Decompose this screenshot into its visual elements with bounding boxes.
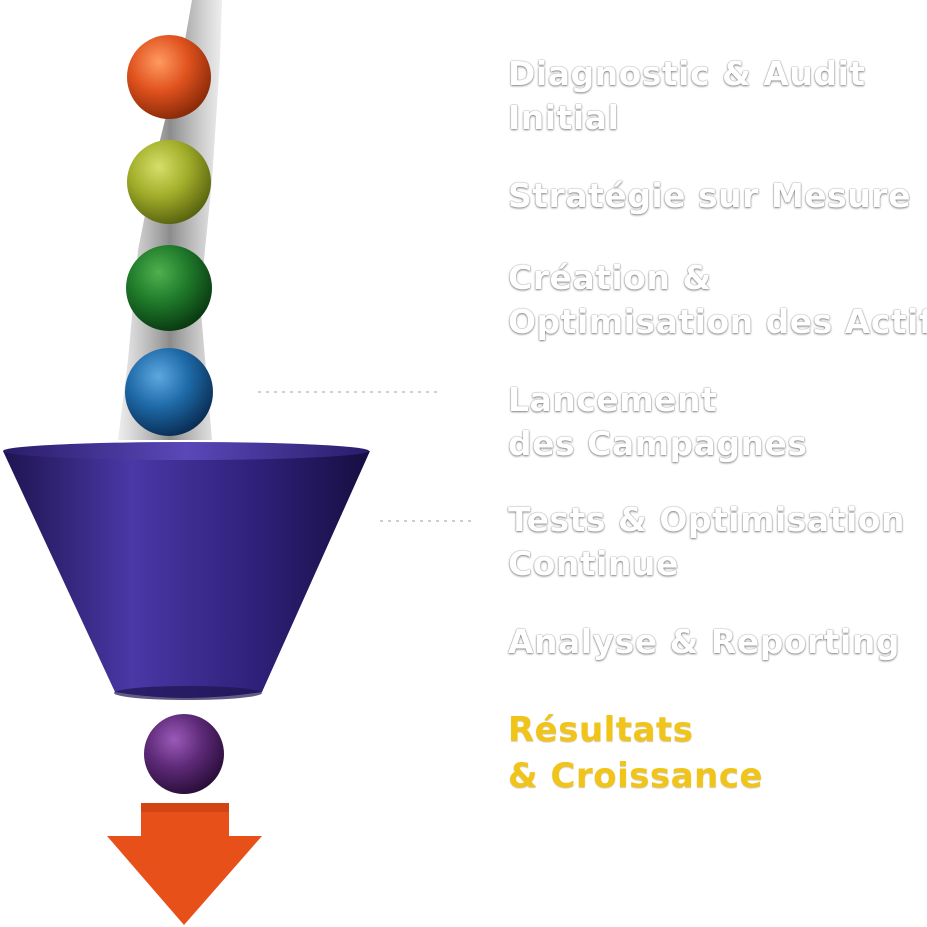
step-label-creation: Création & Optimisation des Actifs bbox=[508, 256, 927, 344]
step-5-line-1: Tests & Optimisation bbox=[508, 500, 905, 539]
down-arrow-icon bbox=[107, 803, 262, 925]
funnel-spout bbox=[114, 686, 262, 700]
funnel-rim bbox=[3, 442, 369, 460]
step-1-line-2: Initial bbox=[508, 98, 620, 137]
step-4-line-1: Lancement bbox=[508, 380, 718, 419]
step-label-tests: Tests & Optimisation Continue bbox=[508, 498, 905, 586]
step-2-line-1: Stratégie sur Mesure bbox=[508, 176, 911, 215]
step-label-strategy: Stratégie sur Mesure bbox=[508, 174, 911, 218]
step-4-line-2: des Campagnes bbox=[508, 424, 808, 463]
step-1-line-1: Diagnostic & Audit bbox=[508, 54, 866, 93]
step-6-line-1: Analyse & Reporting bbox=[508, 622, 900, 661]
ball-1-orange bbox=[127, 35, 211, 119]
result-label: Résultats & Croissance bbox=[508, 707, 763, 799]
step-label-launch: Lancement des Campagnes bbox=[508, 378, 808, 466]
ball-3-green bbox=[126, 245, 212, 331]
step-5-line-2: Continue bbox=[508, 544, 679, 583]
ball-output-purple bbox=[144, 714, 224, 794]
funnel-body bbox=[3, 451, 370, 698]
ball-2-lime bbox=[127, 140, 211, 224]
step-3-line-2: Optimisation des Actifs bbox=[508, 302, 927, 341]
result-line-1: Résultats bbox=[508, 710, 694, 750]
step-3-line-1: Création & bbox=[508, 258, 712, 297]
ball-4-blue bbox=[125, 348, 213, 436]
result-line-2: & Croissance bbox=[508, 756, 764, 796]
step-label-diagnostic: Diagnostic & Audit Initial bbox=[508, 52, 866, 140]
step-label-reporting: Analyse & Reporting bbox=[508, 620, 900, 664]
